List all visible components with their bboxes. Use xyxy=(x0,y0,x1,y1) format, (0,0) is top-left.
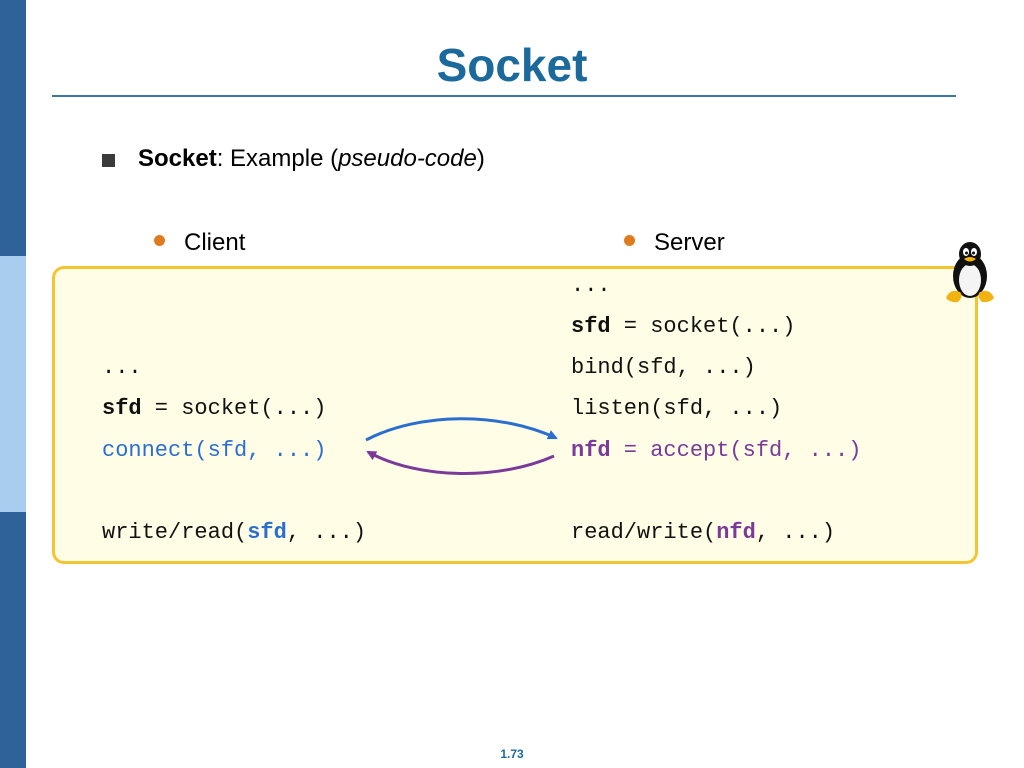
server-line-2: sfd = socket(...) xyxy=(571,314,795,339)
client-socket-call: = socket(...) xyxy=(141,396,327,421)
connect-to-accept-arrow xyxy=(365,417,558,442)
main-bullet-italic: pseudo-code xyxy=(338,145,477,172)
server-sfd-var: sfd xyxy=(571,314,611,339)
title-underline xyxy=(52,95,956,97)
server-line-4: listen(sfd, ...) xyxy=(571,396,783,421)
server-accept-call: = accept(sfd, ...) xyxy=(610,438,862,463)
client-connect-fn: connect(sfd, xyxy=(102,438,274,463)
orange-dot-icon xyxy=(624,235,635,246)
client-line-1: ... xyxy=(102,355,142,380)
code-box xyxy=(52,266,978,564)
orange-dot-icon xyxy=(154,235,165,246)
main-bullet-close: ) xyxy=(476,145,485,172)
server-line-1: ... xyxy=(571,273,611,298)
server-read-post: , ...) xyxy=(755,520,836,545)
client-write-pre: write/read( xyxy=(102,520,248,545)
server-socket-call: = socket(...) xyxy=(610,314,796,339)
slide-title: Socket xyxy=(436,39,588,91)
client-line-4: write/read(sfd, ...) xyxy=(102,520,366,545)
client-label: Client xyxy=(184,229,246,256)
server-read-pre: read/write( xyxy=(571,520,717,545)
client-connect-args: ...) xyxy=(273,438,327,463)
client-line-2: sfd = socket(...) xyxy=(102,396,326,421)
server-line-3: bind(sfd, ...) xyxy=(571,355,756,380)
main-bullet-bold: Socket xyxy=(138,145,217,172)
tux-penguin-icon xyxy=(946,242,994,303)
main-bullet-text: Socket: Example (pseudo-code) xyxy=(138,145,485,173)
sidebar-highlight xyxy=(0,256,26,512)
server-nfd-var: nfd xyxy=(571,438,611,463)
server-heading: Server xyxy=(624,229,725,257)
client-line-3: connect(sfd, ...) xyxy=(102,438,326,463)
client-write-post: , ...) xyxy=(286,520,367,545)
client-heading: Client xyxy=(154,229,245,257)
server-read-var: nfd xyxy=(716,520,756,545)
client-write-var: sfd xyxy=(247,520,287,545)
main-bullet-colon: : Example ( xyxy=(216,145,339,172)
client-sfd-var: sfd xyxy=(102,396,142,421)
server-label: Server xyxy=(654,229,725,256)
square-bullet-icon xyxy=(102,154,115,167)
page-number: 1.73 xyxy=(500,747,524,761)
server-line-6: read/write(nfd, ...) xyxy=(571,520,835,545)
left-sidebar-decoration xyxy=(0,0,26,768)
accept-to-connect-arrow xyxy=(366,450,555,476)
server-line-5: nfd = accept(sfd, ...) xyxy=(571,438,861,463)
